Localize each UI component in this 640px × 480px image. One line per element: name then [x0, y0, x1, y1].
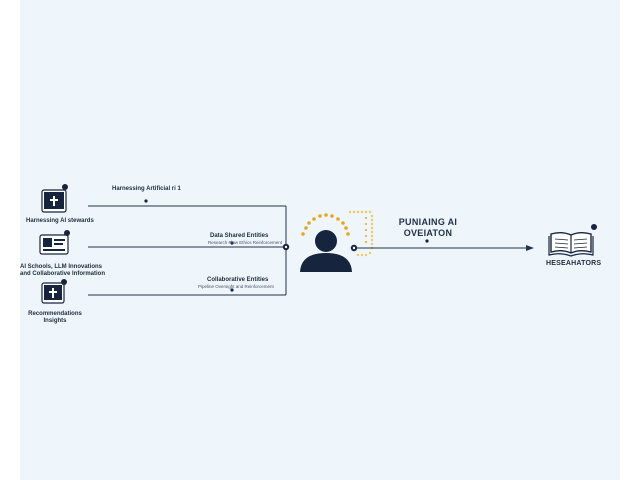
- edge-title-1: Harnessing Artificial ri 1: [112, 186, 181, 192]
- center-label: PUNIAING AI OVEIATON: [398, 217, 458, 238]
- edge-marker-3: [230, 288, 234, 292]
- output-node-center: [352, 246, 356, 250]
- gold-bracket-dots: [348, 210, 374, 257]
- diagram-canvas: Harnessing AI stewards AI Schools, LLM I…: [20, 0, 620, 480]
- certificate-icon-2: [41, 282, 65, 304]
- badge-output: [591, 224, 597, 230]
- certificate-icon: [41, 189, 67, 213]
- book-icon: [548, 232, 594, 257]
- source-label-3: Recommendations Insights: [28, 311, 82, 324]
- person-icon: [300, 230, 352, 272]
- edge-marker-1: [144, 199, 148, 203]
- edge-subtitle-2: Research Flow Ethics Reinforcement: [208, 240, 283, 245]
- badge-1: [62, 184, 68, 190]
- badge-3: [61, 279, 67, 285]
- edge-subtitle-3: Pipeline Oversight and Reinforcement: [198, 284, 274, 289]
- connector-lines: [39, 184, 597, 304]
- center-marker: [425, 239, 429, 243]
- edge-title-2: Data Shared Entities: [210, 233, 269, 239]
- edge-title-3: Collaborative Entities: [207, 277, 269, 283]
- edge-marker-2: [230, 241, 234, 245]
- junction-node-center: [284, 245, 288, 249]
- arrow-right-icon: [526, 245, 534, 251]
- gold-arc-dots: [301, 213, 350, 236]
- source-label-1: Harnessing AI stewards: [26, 218, 94, 224]
- output-label: HESEAHATORS: [546, 260, 602, 267]
- badge-2: [64, 230, 70, 236]
- source-label-2: AI Schools, LLM Innovations and Collabor…: [20, 264, 106, 277]
- id-card-icon: [39, 234, 69, 255]
